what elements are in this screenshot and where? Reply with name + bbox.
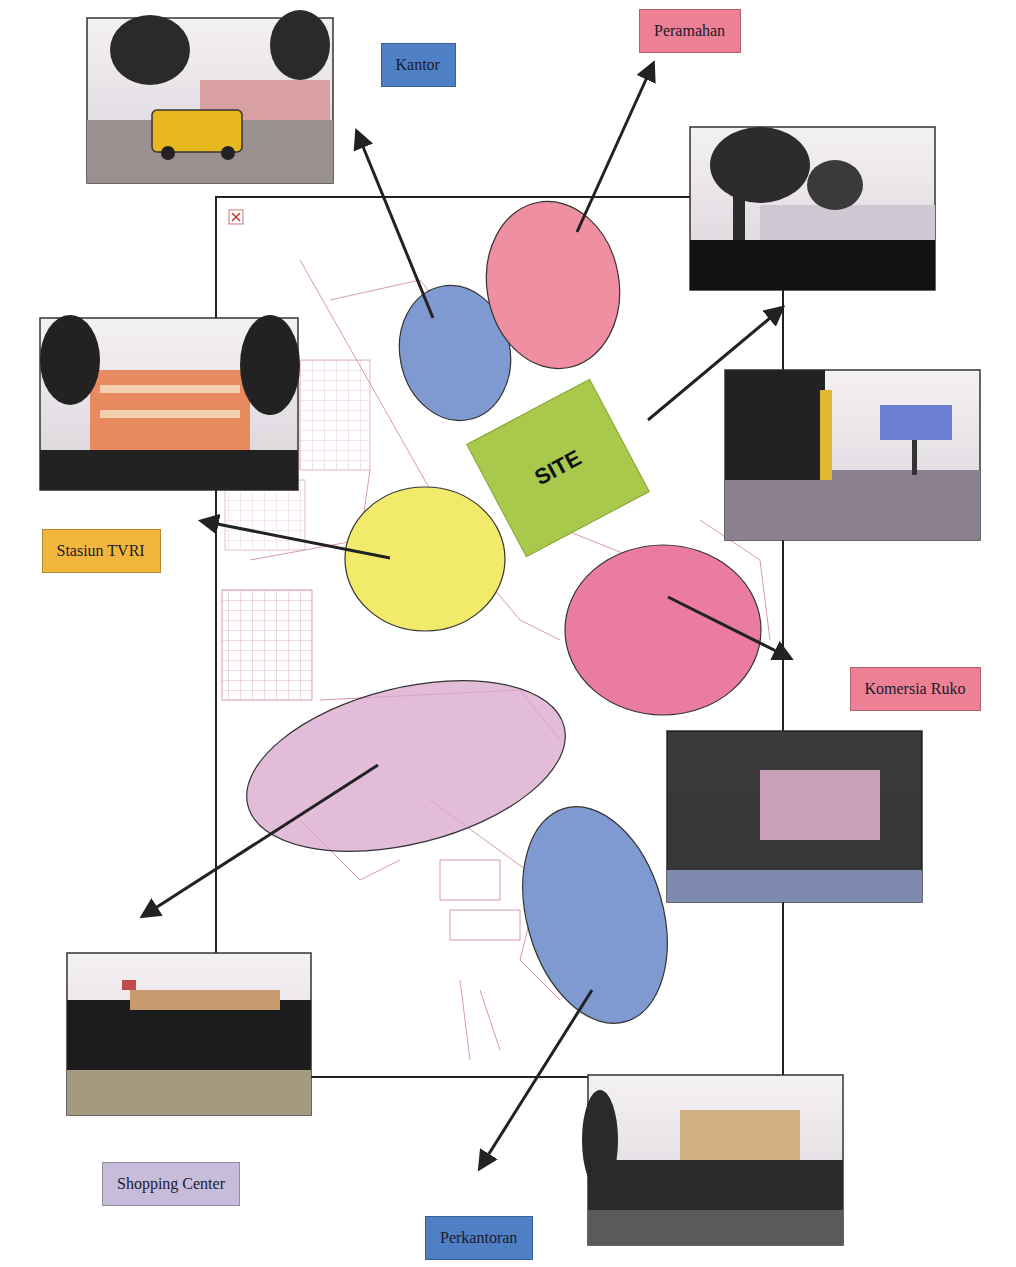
label-text: SITE	[530, 445, 585, 491]
label-text: Perkantoran	[440, 1229, 518, 1247]
zone-label: Perkantoran	[425, 1216, 533, 1260]
zone-label: Peramahan	[639, 9, 741, 53]
label-text: Kantor	[396, 56, 441, 74]
label-text: Shopping Center	[117, 1175, 225, 1193]
zone-label: Komersia Ruko	[850, 667, 981, 711]
label-text: Stasiun TVRI	[57, 542, 146, 560]
site-block: SITE	[466, 379, 650, 558]
zone-label: Stasiun TVRI	[42, 529, 161, 573]
zone-label: Shopping Center	[102, 1162, 240, 1206]
label-text: Peramahan	[654, 22, 726, 40]
zone-label: Kantor	[381, 43, 456, 87]
label-text: Komersia Ruko	[865, 680, 966, 698]
